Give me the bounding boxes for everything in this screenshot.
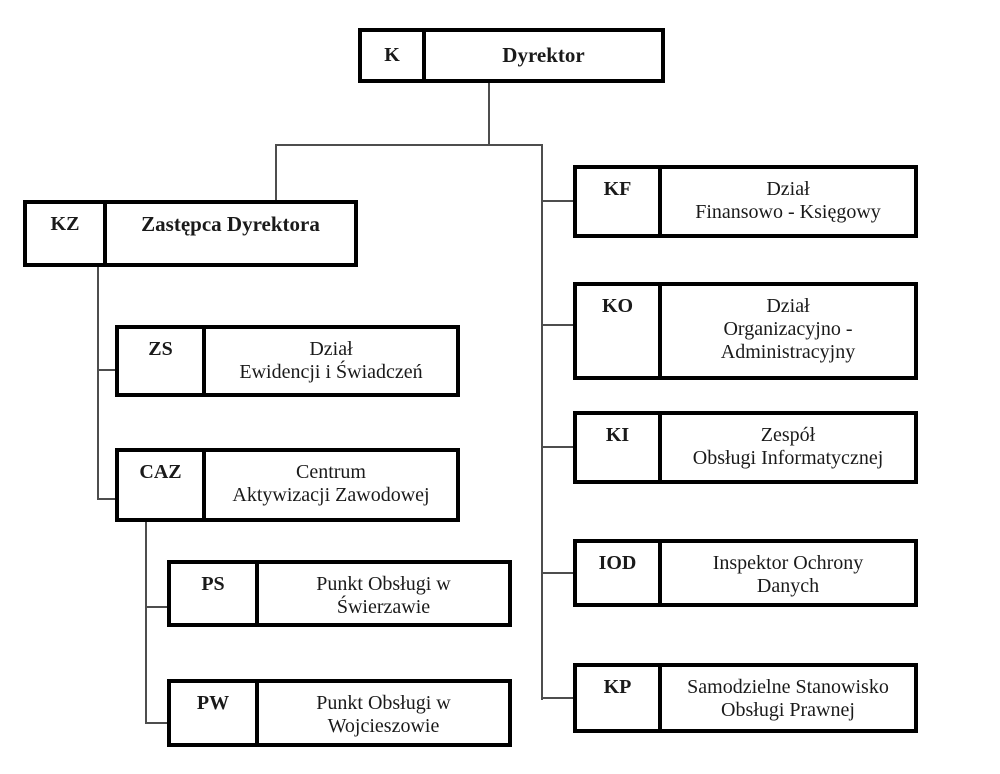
- org-node-dzial-organizacyjno-administracyjny: KO Dział Organizacyjno - Administracyjny: [573, 282, 918, 380]
- org-node-zastepca-dyrektora-label: Zastępca Dyrektora: [141, 212, 320, 236]
- connector-stub-iod: [541, 572, 573, 574]
- connector-stub-ki: [541, 446, 573, 448]
- org-node-caz-code: CAZ: [119, 452, 206, 518]
- org-node-punkt-obslugi-wojcieszow: PW Punkt Obsługi w Wojcieszowie: [167, 679, 512, 747]
- connector-caz-trunk: [145, 521, 147, 724]
- org-node-dyrektor-label: Dyrektor: [502, 43, 585, 67]
- connector-stub-ps: [145, 606, 167, 608]
- org-node-zespol-obslugi-informatycznej: KI Zespół Obsługi Informatycznej: [573, 411, 918, 484]
- org-node-kp-label: Samodzielne Stanowisko Obsługi Prawnej: [687, 676, 889, 721]
- org-node-kf-code: KF: [577, 169, 662, 234]
- org-node-samodzielne-stanowisko-obslugi-prawnej: KP Samodzielne Stanowisko Obsługi Prawne…: [573, 663, 918, 733]
- org-node-inspektor-ochrony-danych: IOD Inspektor Ochrony Danych: [573, 539, 918, 607]
- org-node-zs-code: ZS: [119, 329, 206, 393]
- connector-stub-zs: [97, 369, 115, 371]
- org-node-zs-label: Dział Ewidencji i Świadczeń: [239, 338, 423, 383]
- org-node-dzial-finansowo-ksiegowy: KF Dział Finansowo - Księgowy: [573, 165, 918, 238]
- org-node-pw-code: PW: [171, 683, 259, 743]
- org-node-ps-label: Punkt Obsługi w Świerzawie: [316, 573, 451, 618]
- org-node-zastepca-dyrektora: KZ Zastępca Dyrektora: [23, 200, 358, 267]
- connector-stub-kp: [541, 697, 573, 699]
- org-node-punkt-obslugi-swierzawa: PS Punkt Obsługi w Świerzawie: [167, 560, 512, 627]
- connector-drop-kz: [275, 144, 277, 200]
- connector-stub-pw: [145, 722, 167, 724]
- org-node-pw-label: Punkt Obsługi w Wojcieszowie: [316, 692, 451, 737]
- org-node-caz-label: Centrum Aktywizacji Zawodowej: [232, 461, 430, 506]
- org-node-kp-code: KP: [577, 667, 662, 729]
- org-node-ki-label: Zespół Obsługi Informatycznej: [692, 424, 884, 469]
- connector-stub-caz: [97, 498, 115, 500]
- org-node-ki-code: KI: [577, 415, 662, 480]
- org-node-ko-code: KO: [577, 286, 662, 376]
- connector-kz-trunk: [97, 267, 99, 500]
- org-node-kf-label: Dział Finansowo - Księgowy: [695, 178, 881, 223]
- org-node-dyrektor: K Dyrektor: [358, 28, 665, 83]
- connector-stub-kf: [541, 200, 573, 202]
- org-node-centrum-aktywizacji-zawodowej: CAZ Centrum Aktywizacji Zawodowej: [115, 448, 460, 522]
- connector-root-drop: [488, 83, 490, 144]
- org-node-ps-code: PS: [171, 564, 259, 623]
- org-node-iod-label: Inspektor Ochrony Danych: [712, 552, 864, 597]
- org-node-iod-code: IOD: [577, 543, 662, 603]
- org-node-zastepca-dyrektora-code: KZ: [27, 204, 107, 263]
- connector-right-trunk: [541, 144, 543, 700]
- connector-root-split: [275, 144, 543, 146]
- org-node-ko-label: Dział Organizacyjno - Administracyjny: [720, 295, 856, 363]
- connector-stub-ko: [541, 324, 573, 326]
- org-node-dyrektor-code: K: [362, 32, 426, 79]
- org-node-dzial-ewidencji-i-swiadczen: ZS Dział Ewidencji i Świadczeń: [115, 325, 460, 397]
